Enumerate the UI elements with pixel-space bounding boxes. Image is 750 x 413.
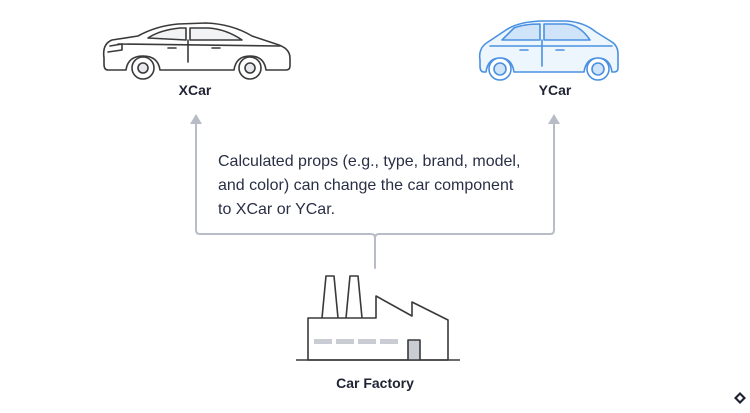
xcar-headlight [107,43,123,53]
xcar-branch-line [195,121,372,235]
xcar-hub-rear [244,62,256,74]
xcar-hub-front [137,62,149,74]
factory-chimney-right [345,275,363,319]
description-line: and color) can change the car component [218,177,514,194]
xcar-body [102,22,291,71]
sedan-car-icon [102,22,291,80]
hatchback-car-icon [478,20,619,81]
xcar-window-rear [189,27,243,41]
factory-icon [296,275,460,361]
description-line: Calculated props (e.g., type, brand, mod… [218,153,521,170]
factory-label: Car Factory [336,375,414,391]
xcar-arrowhead [190,114,202,124]
ycar-hub-rear [591,62,605,76]
ycar-label: YCar [538,82,572,98]
description-text: Calculated props (e.g., type, brand, mod… [218,150,558,222]
factory-stem-line [370,233,376,269]
ycar-branch-line [374,121,555,239]
description-line: to XCar or YCar. [218,201,336,218]
xcar-label: XCar [178,82,212,98]
toptal-logo-icon [734,392,746,404]
connector-lines [195,121,555,269]
factory-window-bar [314,339,398,344]
ycar-arrowhead [548,114,560,124]
arrowheads [190,114,560,124]
factory-door [407,339,421,360]
xcar-window-front [147,27,187,41]
xcar-beltline [117,43,281,47]
ycar-hub-front [493,62,507,76]
ycar-window-rear [543,23,591,41]
ycar-window-front [501,23,541,41]
factory-chimney-left [321,275,339,319]
